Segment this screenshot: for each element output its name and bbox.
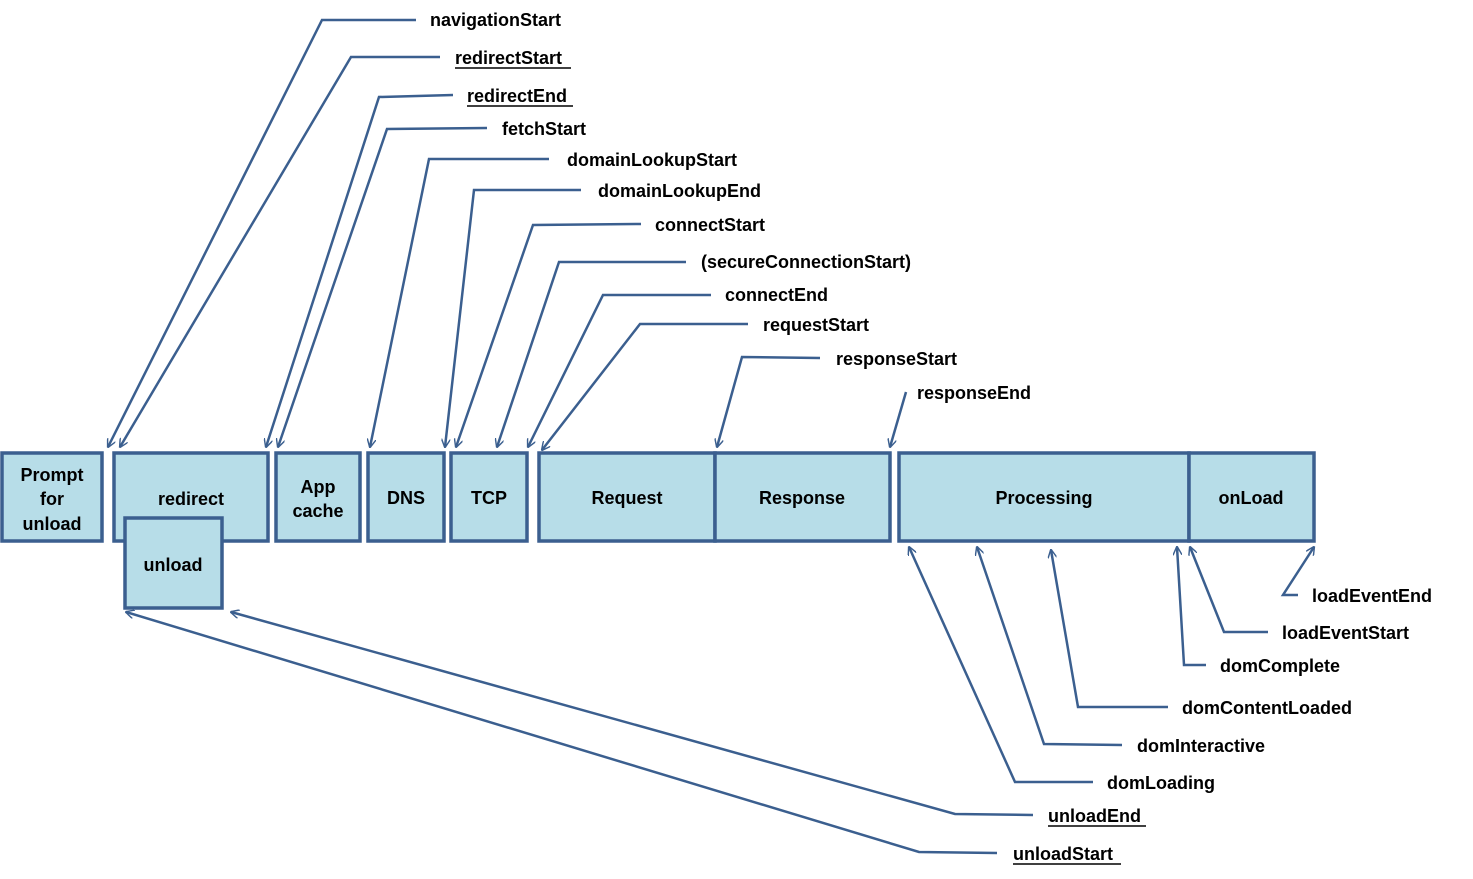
phase-labels: Prompt for unload redirect App cache DNS… [21, 465, 1284, 575]
leader-secure-connection-start [497, 260, 686, 447]
leader-connect-end [528, 293, 711, 447]
event-secure-connection-start: (secureConnectionStart) [701, 252, 911, 272]
event-connect-start: connectStart [655, 215, 765, 235]
event-dom-loading: domLoading [1107, 773, 1215, 793]
phase-label-app-line2: cache [292, 501, 343, 521]
leader-load-event-start [1190, 547, 1268, 634]
phase-box-onload [1187, 451, 1316, 543]
phase-box-processing [897, 451, 1191, 543]
phase-label-prompt-line2: for [40, 489, 64, 509]
phase-box-response [713, 451, 892, 543]
leader-response-end [890, 391, 908, 447]
event-redirect-end: redirectEnd [467, 86, 567, 106]
event-response-start: responseStart [836, 349, 957, 369]
leader-fetch-start [278, 126, 488, 447]
event-labels-top: navigationStart redirectStart redirectEn… [430, 10, 1031, 403]
leader-lines-top [108, 18, 908, 450]
leader-response-start [717, 355, 821, 447]
phase-box-tcp [449, 451, 529, 543]
leader-dom-complete [1177, 547, 1206, 667]
event-labels-bottom: loadEventEnd loadEventStart domComplete … [1013, 586, 1432, 865]
phase-box-request [537, 451, 717, 543]
phase-boxes [0, 451, 1316, 610]
leader-unload-end [231, 612, 1034, 817]
leader-unload-start [126, 612, 998, 855]
leader-request-start [542, 322, 748, 450]
phase-label-request: Request [591, 488, 662, 508]
phase-label-processing: Processing [995, 488, 1092, 508]
leader-domain-lookup-start [370, 157, 549, 447]
event-fetch-start: fetchStart [502, 119, 586, 139]
phase-label-app-line1: App [301, 477, 336, 497]
event-response-end: responseEnd [917, 383, 1031, 403]
event-domain-lookup-start: domainLookupStart [567, 150, 737, 170]
phase-label-prompt-line1: Prompt [21, 465, 84, 485]
leader-dom-loading [909, 547, 1093, 784]
event-connect-end: connectEnd [725, 285, 828, 305]
event-dom-interactive: domInteractive [1137, 736, 1265, 756]
leader-dom-interactive [977, 547, 1123, 747]
phase-box-app-cache [274, 451, 362, 543]
leader-load-event-end [1280, 547, 1314, 597]
event-unload-end: unloadEnd [1048, 806, 1141, 826]
phase-box-dns [366, 451, 446, 543]
phase-label-response: Response [759, 488, 845, 508]
leader-connect-start [456, 222, 642, 447]
event-load-event-start: loadEventStart [1282, 623, 1409, 643]
leader-redirect-end [266, 93, 454, 447]
leader-dom-content-loaded [1051, 550, 1168, 709]
event-navigation-start: navigationStart [430, 10, 561, 30]
phase-label-dns: DNS [387, 488, 425, 508]
event-load-event-end: loadEventEnd [1312, 586, 1432, 606]
leader-navigation-start [108, 18, 416, 447]
event-unload-start: unloadStart [1013, 844, 1113, 864]
event-dom-complete: domComplete [1220, 656, 1340, 676]
phase-label-tcp: TCP [471, 488, 507, 508]
leader-lines-bottom [126, 547, 1314, 855]
leader-redirect-start [120, 55, 440, 447]
phase-label-onload: onLoad [1219, 488, 1284, 508]
event-request-start: requestStart [763, 315, 869, 335]
event-redirect-start: redirectStart [455, 48, 562, 68]
event-dom-content-loaded: domContentLoaded [1182, 698, 1352, 718]
phase-box-prompt-for-unload [0, 451, 104, 543]
phase-label-prompt-line3: unload [23, 514, 82, 534]
phase-box-unload [123, 516, 224, 610]
leader-domain-lookup-end [445, 188, 581, 447]
phase-label-unload: unload [144, 555, 203, 575]
phase-label-redirect: redirect [158, 489, 224, 509]
event-domain-lookup-end: domainLookupEnd [598, 181, 761, 201]
